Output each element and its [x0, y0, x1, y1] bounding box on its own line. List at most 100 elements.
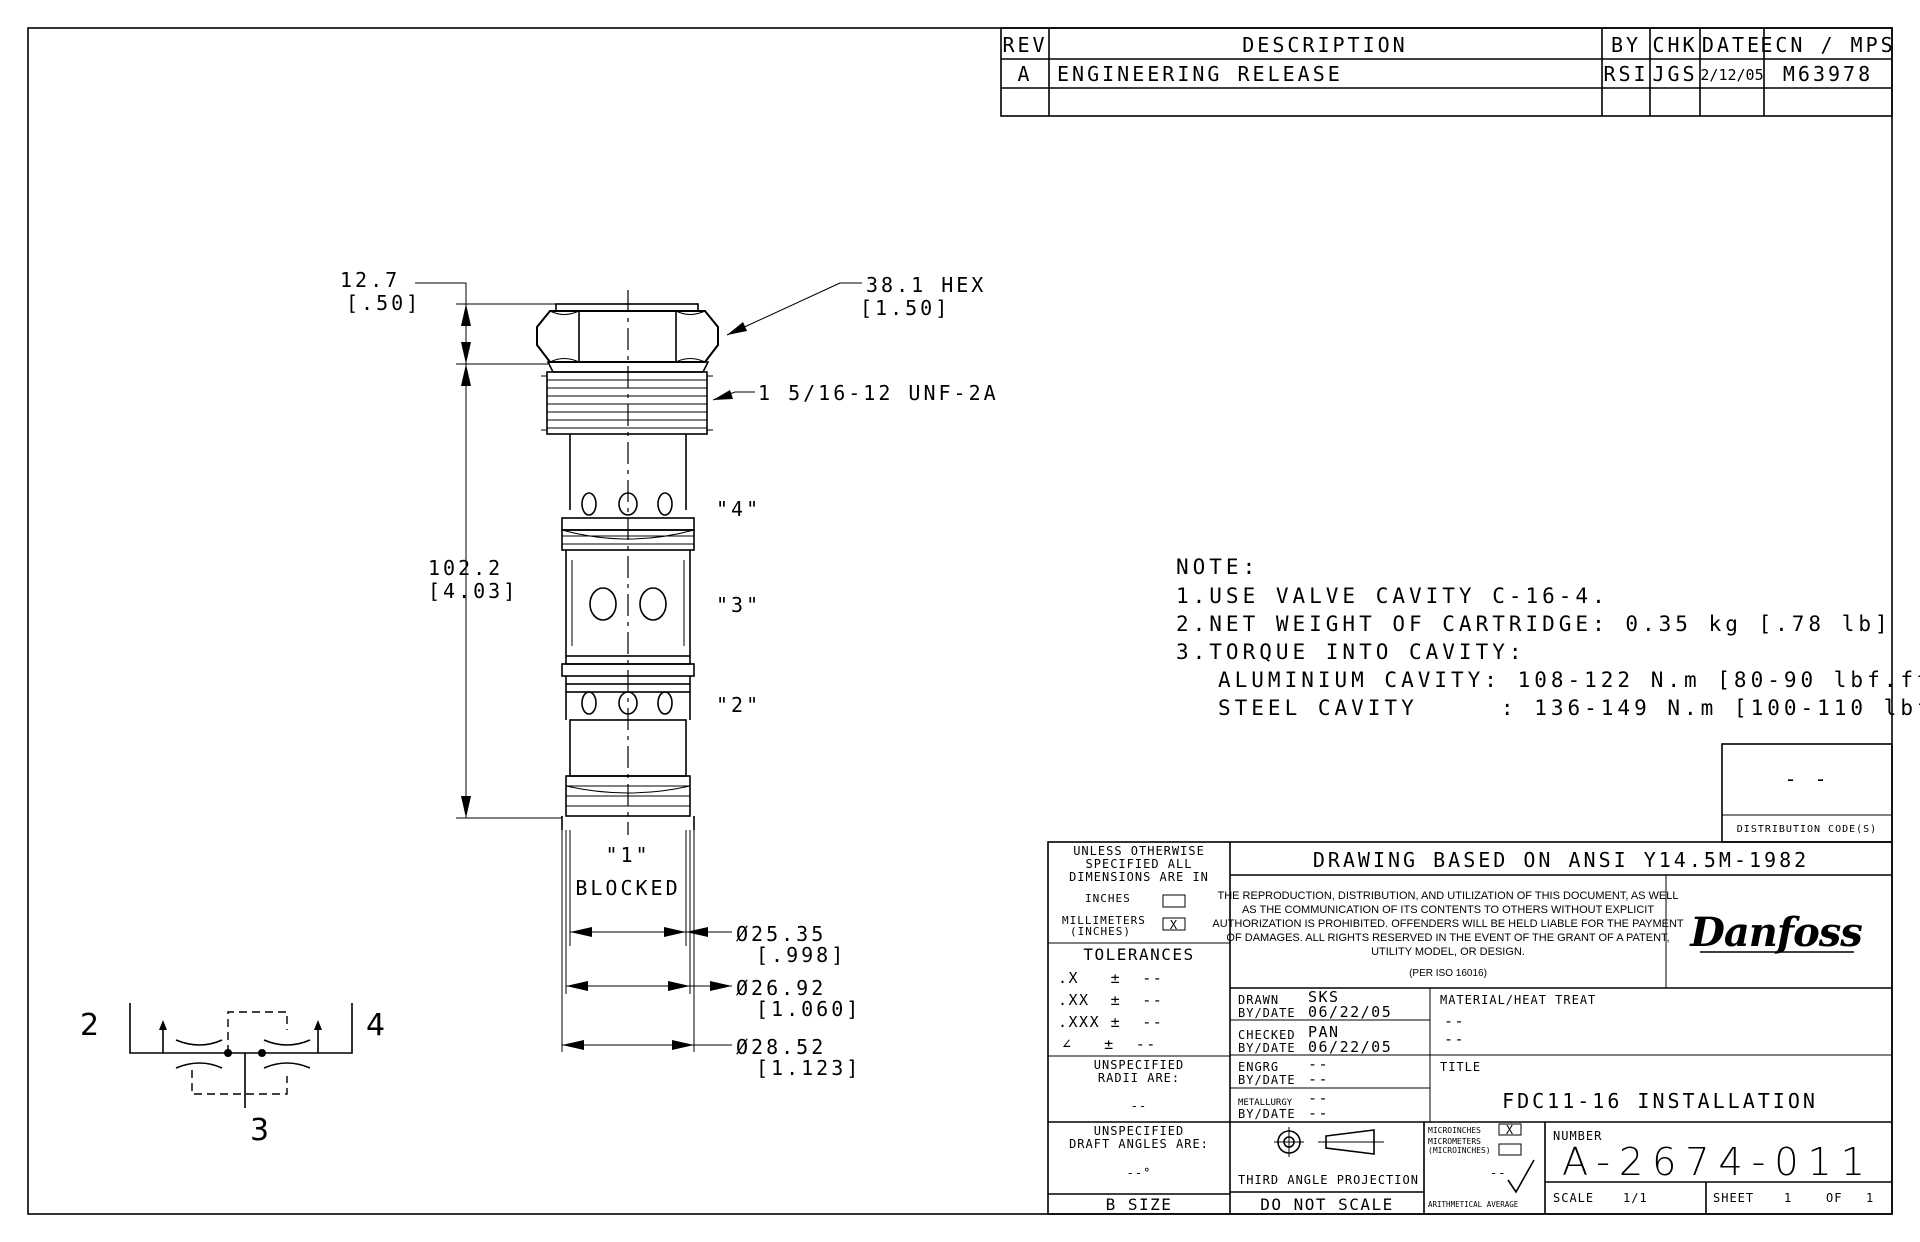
- checked-label: CHECKED: [1238, 1028, 1296, 1042]
- inches-checkbox: [1162, 894, 1186, 908]
- note-3a: ALUMINIUM CAVITY: 108-122 N.m [80-90 lbf…: [1218, 668, 1920, 692]
- dim-d2-in: [1.060]: [756, 997, 861, 1021]
- blocked-label: BLOCKED: [575, 876, 680, 900]
- dim-length: 102.2: [428, 556, 503, 580]
- engrg-label: ENGRG: [1238, 1060, 1279, 1074]
- of-label: OF: [1826, 1191, 1842, 1205]
- mm-checkbox: [1162, 917, 1186, 931]
- sheet-value: 1: [1784, 1191, 1792, 1205]
- legal-line-3: AUTHORIZATION IS PROHIBITED. OFFENDERS W…: [1212, 918, 1684, 930]
- dim-length-in: [4.03]: [428, 579, 518, 603]
- material-value-1: --: [1444, 1012, 1465, 1030]
- dim-top-height: 12.7: [340, 268, 400, 292]
- title-label: TITLE: [1440, 1060, 1481, 1074]
- scale-value: 1/1: [1623, 1191, 1648, 1205]
- port-4-hole: [581, 492, 597, 516]
- by-value: RSI: [1603, 62, 1648, 86]
- checked-value: PAN: [1308, 1023, 1340, 1041]
- notes: NOTE: 1.USE VALVE CAVITY C-16-4. 2.NET W…: [1176, 555, 1920, 720]
- dim-d2: Ø26.92: [736, 976, 826, 1000]
- symbol-port-2: 2: [80, 1008, 99, 1043]
- chk-value: JGS: [1652, 62, 1697, 86]
- unless-line-1: UNLESS OTHERWISE: [1073, 844, 1205, 858]
- material-value-2: --: [1444, 1030, 1465, 1048]
- revision-block: REV DESCRIPTION BY CHK DATE ECN / MPS A …: [1000, 27, 1895, 117]
- mm-inches-label: (INCHES): [1070, 925, 1131, 938]
- microinches-label: MICROINCHES: [1428, 1126, 1481, 1135]
- cartridge-body: [561, 434, 695, 830]
- dim-d3-in: [1.123]: [756, 1056, 861, 1080]
- tol-xxx: .XXX ± --: [1058, 1013, 1163, 1031]
- dim-d1-in: [.998]: [756, 943, 846, 967]
- dim-hex-in: [1.50]: [860, 296, 950, 320]
- inches-label: INCHES: [1085, 892, 1131, 905]
- draft-line-1: UNSPECIFIED: [1094, 1124, 1184, 1138]
- metallurgy-bydate-label: BY/DATE: [1238, 1107, 1296, 1121]
- dim-d3: Ø28.52: [736, 1035, 826, 1059]
- dim-d1: Ø25.35: [736, 922, 826, 946]
- scale-label: SCALE: [1553, 1191, 1594, 1205]
- distribution-label: DISTRIBUTION CODE(S): [1737, 824, 1877, 835]
- cartridge-view: "4" "3" "2" "1" BLOCKED: [536, 290, 758, 1052]
- note-2: 2.NET WEIGHT OF CARTRIDGE: 0.35 kg [.78 …: [1176, 612, 1892, 636]
- checked-bydate-label: BY/DATE: [1238, 1041, 1296, 1055]
- draft-value: --°: [1127, 1166, 1152, 1180]
- drawn-bydate-label: BY/DATE: [1238, 1006, 1296, 1020]
- rev-header: REV: [1002, 33, 1047, 57]
- finish-value: --: [1490, 1166, 1506, 1180]
- of-value: 1: [1866, 1191, 1874, 1205]
- port-1-label: "1": [605, 843, 650, 867]
- third-angle-projection-icon: [1274, 1127, 1384, 1157]
- drawn-value: SKS: [1308, 988, 1340, 1006]
- legal-line-1: THE REPRODUCTION, DISTRIBUTION, AND UTIL…: [1217, 890, 1678, 902]
- distribution-value: - -: [1784, 767, 1829, 791]
- metallurgy-value: --: [1308, 1089, 1329, 1107]
- note-3b: STEEL CAVITY : 136-149 N.m [100-110 lbf.…: [1218, 696, 1920, 720]
- dim-top-height-in: [.50]: [346, 291, 421, 315]
- ansi-label: DRAWING BASED ON ANSI Y14.5M-1982: [1313, 848, 1809, 872]
- draft-line-2: DRAFT ANGLES ARE:: [1069, 1137, 1209, 1151]
- ecn-header: ECN / MPS: [1760, 33, 1895, 57]
- tol-xx: .XX ± --: [1058, 991, 1163, 1009]
- tol-angle: ∠ ± --: [1062, 1035, 1157, 1053]
- distribution-box: - - DISTRIBUTION CODE(S): [1721, 743, 1893, 843]
- unless-line-3: DIMENSIONS ARE IN: [1069, 870, 1209, 884]
- drawing-title: FDC11-16 INSTALLATION: [1502, 1089, 1818, 1113]
- by-header: BY: [1611, 33, 1641, 57]
- note-1: 1.USE VALVE CAVITY C-16-4.: [1176, 584, 1609, 608]
- note-heading: NOTE:: [1176, 555, 1259, 579]
- symbol-port-3: 3: [250, 1113, 269, 1148]
- engrg-value: --: [1308, 1055, 1329, 1073]
- hydraulic-symbol: 2 4 3: [80, 1003, 385, 1148]
- surface-finish-icon: [1507, 1159, 1535, 1194]
- description-header: DESCRIPTION: [1242, 33, 1407, 57]
- radii-line-2: RADII ARE:: [1098, 1071, 1180, 1085]
- note-3: 3.TORQUE INTO CAVITY:: [1176, 640, 1526, 664]
- projection-label: THIRD ANGLE PROJECTION: [1238, 1173, 1419, 1187]
- micro-inches-label: (MICROINCHES): [1428, 1146, 1491, 1155]
- dim-hex: 38.1 HEX: [866, 273, 986, 297]
- legal-line-2: AS THE COMMUNICATION OF ITS CONTENTS TO …: [1242, 904, 1654, 916]
- description-value: ENGINEERING RELEASE: [1057, 62, 1343, 86]
- port-2-hole: [581, 691, 597, 715]
- drawn-date: 06/22/05: [1308, 1003, 1392, 1021]
- dimensions: 12.7 [.50] 102.2 [4.03] 38.1 HEX [1.50] …: [340, 268, 996, 1080]
- size-label: B SIZE: [1106, 1195, 1173, 1214]
- material-label: MATERIAL/HEAT TREAT: [1440, 993, 1596, 1007]
- arith-label: ARITHMETICAL AVERAGE: [1428, 1200, 1519, 1209]
- rev-value: A: [1017, 62, 1032, 86]
- engrg-date: --: [1308, 1070, 1329, 1088]
- micrometers-checkbox: [1498, 1143, 1522, 1156]
- mm-mark: X: [1170, 918, 1178, 932]
- thread-section: [541, 371, 713, 435]
- radii-value: --: [1131, 1099, 1147, 1113]
- tolerances-label: TOLERANCES: [1083, 945, 1194, 964]
- legal-line-5: UTILITY MODEL, OR DESIGN.: [1371, 946, 1525, 958]
- radii-line-1: UNSPECIFIED: [1094, 1058, 1184, 1072]
- title-block: UNLESS OTHERWISE SPECIFIED ALL DIMENSION…: [1047, 841, 1893, 1215]
- microinches-mark: X: [1506, 1123, 1514, 1137]
- date-value: 2/12/05: [1700, 66, 1763, 84]
- legal-line-6: (PER ISO 16016): [1409, 968, 1487, 979]
- checked-date: 06/22/05: [1308, 1038, 1392, 1056]
